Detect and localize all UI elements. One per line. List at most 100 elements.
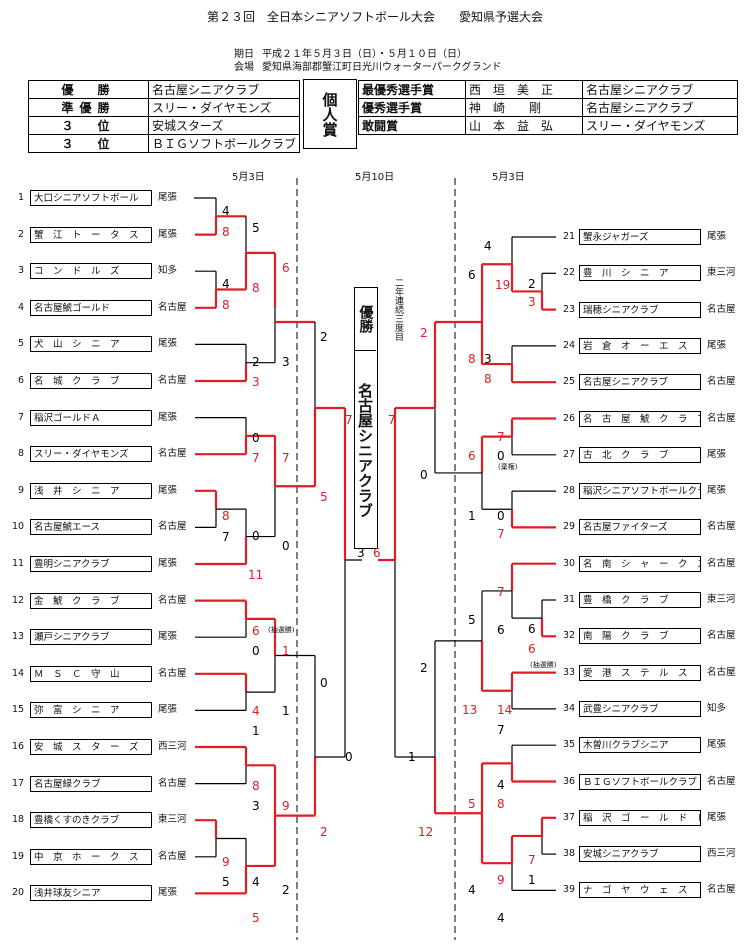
team-number: 35: [563, 739, 576, 751]
team-name: 瑞穂シニアクラブ: [579, 301, 701, 318]
team-number: 31: [563, 594, 576, 605]
score-label: 4: [222, 204, 230, 218]
award-team: スリー・ダイヤモンズ: [582, 116, 738, 135]
team-name: 稲沢シニアソフトボールクラブ: [579, 483, 701, 500]
score-label: 2: [420, 661, 428, 675]
team-number: 39: [563, 884, 576, 896]
score-label: 2: [528, 277, 536, 291]
score-label: 2: [252, 355, 260, 369]
score-label: 8: [468, 352, 476, 366]
score-label: 0: [252, 644, 260, 658]
team-number: 37: [563, 811, 576, 823]
team-name: コ ン ド ル ズ: [30, 263, 152, 280]
team-region: 名古屋: [158, 375, 187, 386]
team-name: 稲沢ゴールドＡ: [30, 409, 152, 426]
result-rank: ３ 位: [28, 116, 149, 135]
score-label: 4: [497, 778, 505, 792]
team-region: 尾張: [707, 485, 727, 497]
team-name: 名古屋緑クラブ: [30, 775, 152, 792]
team-number: 7: [18, 411, 25, 423]
score-label: 3: [528, 295, 536, 309]
team-region: 尾張: [158, 558, 178, 569]
team-name: 豊明シニアクラブ: [30, 556, 152, 572]
score-label: 7: [497, 430, 505, 444]
score-label: 7: [345, 413, 353, 427]
result-row: 準優勝スリー・ダイヤモンズ: [28, 98, 301, 117]
team-name: 稲 沢 ゴ ー ル ド Ｂ: [579, 809, 701, 826]
score-label: 6: [282, 261, 290, 275]
award-player: 山 本 益 弘: [465, 116, 583, 135]
team-number: 19: [12, 850, 25, 862]
score-label: 6: [468, 268, 476, 282]
score-label: 7: [528, 853, 536, 867]
period-value: 平成２１年５月３日（日）・５月１０日（日）: [262, 49, 467, 60]
award-row: 最優秀選手賞西 垣 美 正名古屋シニアクラブ: [358, 80, 738, 99]
team-region: 東三河: [158, 814, 187, 826]
team-number: 6: [18, 375, 25, 386]
team-number: 16: [12, 741, 25, 752]
team-number: 29: [563, 521, 576, 533]
team-region: 尾張: [707, 739, 727, 751]
lottery-note-right: (抽選勝): [530, 661, 557, 669]
team-region: 尾張: [158, 631, 178, 643]
team-number: 11: [12, 558, 25, 569]
team-name: 名古屋シニアクラブ: [579, 374, 701, 391]
award-row: 優秀選手賞神 崎 剛名古屋シニアクラブ: [358, 98, 738, 117]
score-label: 8: [222, 509, 230, 523]
team-name: 木曽川クラブシニア: [579, 737, 701, 754]
score-label: 8: [222, 225, 230, 239]
team-region: 名古屋: [158, 521, 187, 533]
forfeit-note: (棄権): [498, 463, 518, 471]
score-label: 6: [528, 642, 536, 656]
team-region: 尾張: [158, 484, 178, 496]
team-name: 浅井球友シニア: [30, 885, 152, 902]
team-region: 名古屋: [707, 775, 736, 787]
team-name: 古 北 ク ラ ブ: [579, 446, 701, 463]
team-region: 東三河: [707, 594, 736, 605]
team-name: 金 鯱 ク ラ ブ: [30, 592, 152, 609]
award-team: 名古屋シニアクラブ: [582, 98, 738, 117]
team-number: 26: [563, 412, 576, 424]
team-number: 24: [563, 339, 576, 351]
score-label: 3: [252, 375, 260, 389]
team-number: 5: [18, 338, 25, 350]
team-number: 22: [563, 267, 576, 279]
result-row: ３ 位安城スターズ: [28, 116, 301, 135]
team-region: 尾張: [158, 887, 178, 899]
score-label: 5: [252, 911, 260, 925]
score-label: 8: [497, 797, 505, 811]
team-number: 4: [18, 301, 25, 313]
team-number: 30: [563, 557, 576, 569]
score-label: 2: [420, 326, 428, 340]
champion-label: 優勝: [355, 288, 376, 351]
period-label: 期日: [234, 49, 254, 60]
team-region: 知多: [158, 265, 178, 277]
team-name: ＢＩＧソフトボールクラブ: [579, 773, 701, 790]
score-label: 5: [222, 875, 230, 889]
team-number: 12: [12, 594, 25, 606]
team-region: 尾張: [158, 411, 178, 423]
score-label: 1: [528, 873, 536, 887]
team-region: 尾張: [707, 448, 727, 460]
champion-team: 名古屋シニアクラブ: [356, 382, 374, 518]
score-label: 7: [222, 530, 230, 544]
score-label: 0: [345, 750, 353, 764]
team-name: 犬 山 シ ニ ア: [30, 336, 152, 353]
score-label: 6: [468, 449, 476, 463]
date-center: 5月10日: [355, 172, 395, 183]
score-label: 4: [468, 883, 476, 897]
team-name: 名古屋鯱エース: [30, 519, 152, 536]
score-label: 6: [497, 623, 505, 637]
team-number: 2: [18, 228, 25, 240]
team-region: 尾張: [158, 704, 178, 716]
score-label: 7: [497, 527, 505, 541]
team-name: 安 城 ス タ ー ズ: [30, 739, 152, 755]
award-name: 最優秀選手賞: [358, 80, 466, 99]
team-region: 尾張: [707, 231, 727, 242]
score-label: 4: [222, 277, 230, 291]
score-label: 0: [252, 431, 260, 445]
score-label: 3: [282, 355, 290, 369]
team-region: 名古屋: [707, 303, 736, 315]
